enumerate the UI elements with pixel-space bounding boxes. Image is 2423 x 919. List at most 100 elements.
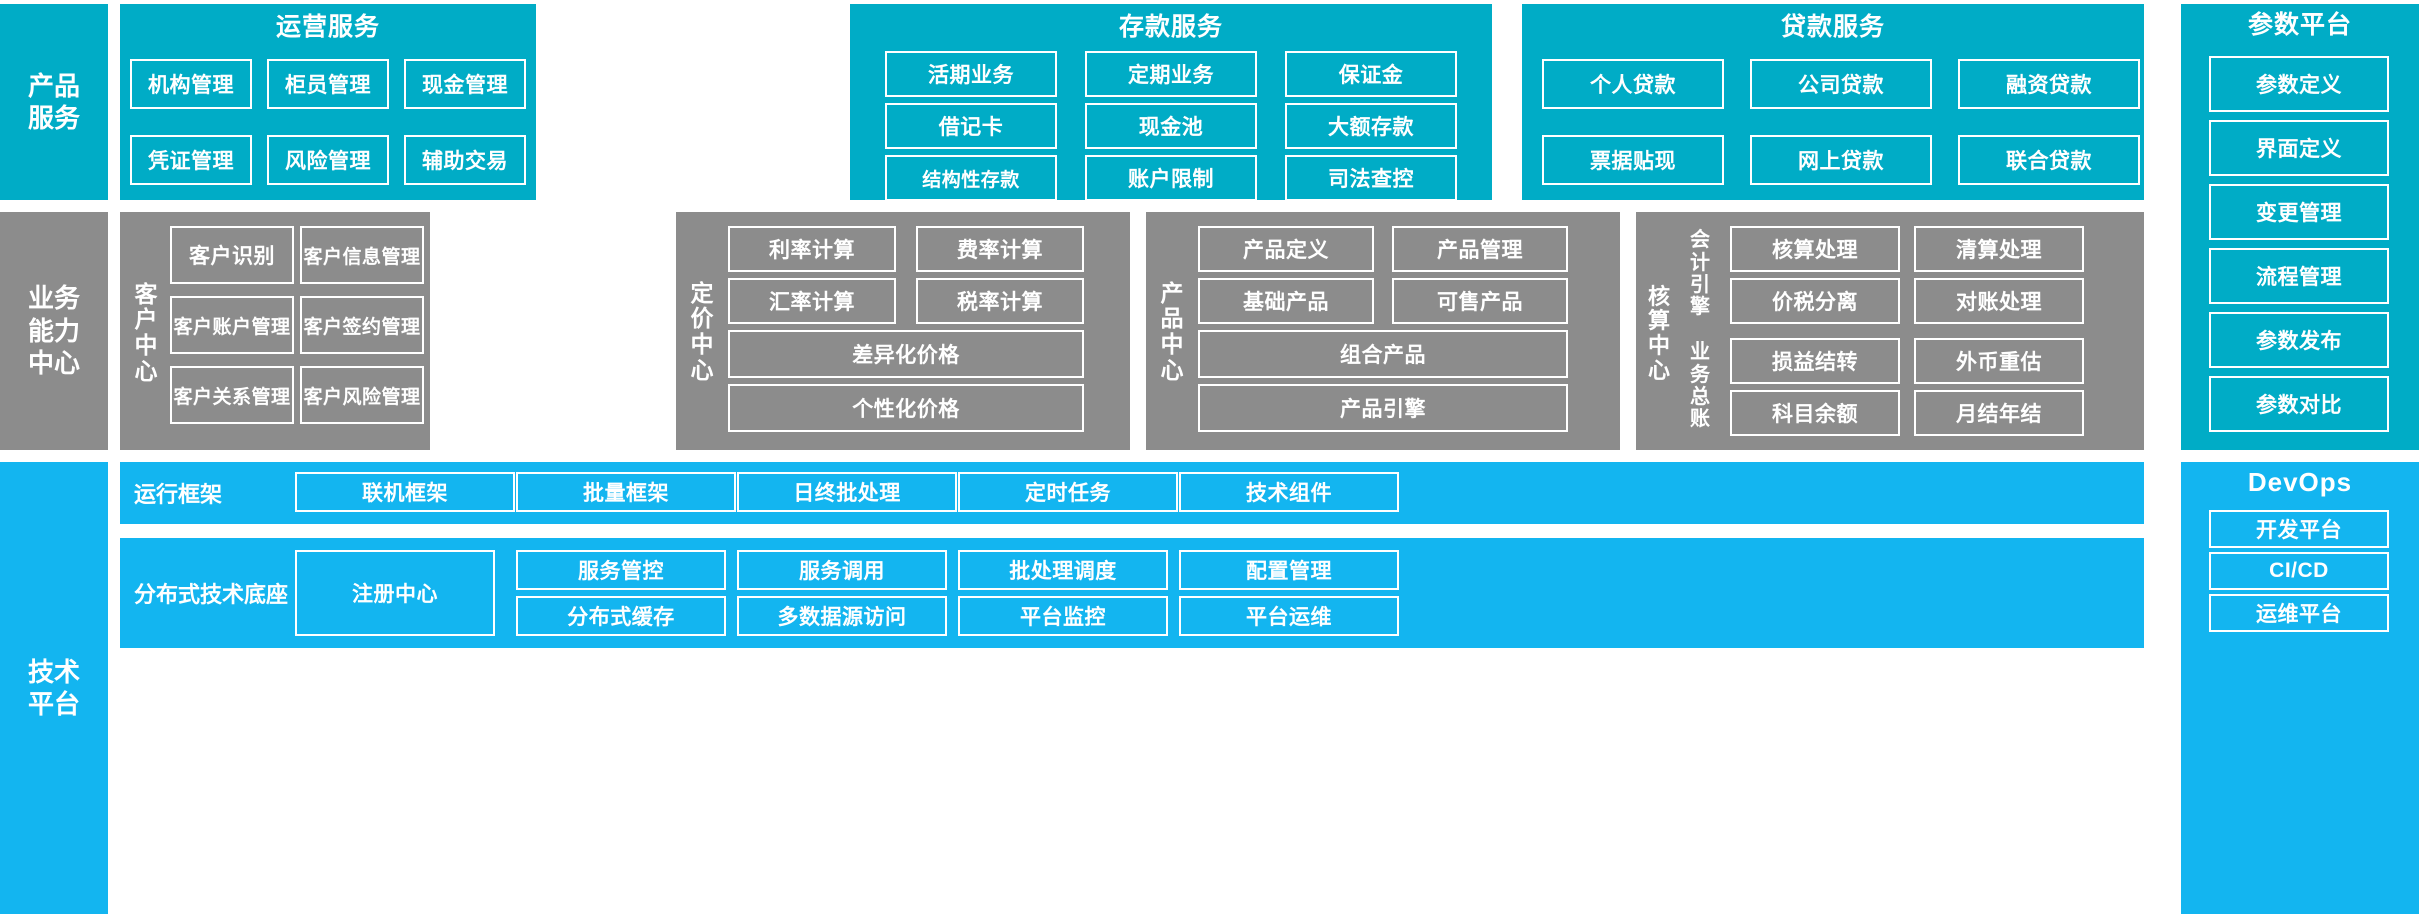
card-large-deposit[interactable]: 大额存款 [1285,103,1457,149]
card-parameter-publishing[interactable]: 参数发布 [2209,312,2389,368]
card-operations-platform[interactable]: 运维平台 [2209,594,2389,632]
card-margin-deposit[interactable]: 保证金 [1285,51,1457,97]
center-customer-label: 客户中心 [134,280,158,384]
panel-parameter-platform: 参数平台 参数定义 界面定义 变更管理 流程管理 参数发布 参数对比 [2181,4,2419,450]
card-risk-management[interactable]: 风险管理 [267,135,389,185]
product-service-label-line2: 服务 [27,103,80,133]
card-bill-discount[interactable]: 票据贴现 [1542,135,1724,185]
group-operations-service-title: 运营服务 [275,13,380,41]
card-parameter-comparison[interactable]: 参数对比 [2209,376,2389,432]
card-batch-framework[interactable]: 批量框架 [516,472,736,512]
card-parameter-definition[interactable]: 参数定义 [2209,56,2389,112]
center-product: 产品中心 产品定义 产品管理 基础产品 可售产品 组合产品 产品引擎 [1146,212,1620,450]
card-account-balance[interactable]: 科目余额 [1730,390,1900,436]
card-end-of-day-batch[interactable]: 日终批处理 [737,472,957,512]
row-runtime-framework-label: 运行框架 [134,482,223,507]
center-product-label: 产品中心 [1160,279,1184,383]
card-change-management[interactable]: 变更管理 [2209,184,2389,240]
card-org-management[interactable]: 机构管理 [130,59,252,109]
card-technical-component[interactable]: 技术组件 [1179,472,1399,512]
card-distributed-cache[interactable]: 分布式缓存 [516,596,726,636]
card-price-tax-separation[interactable]: 价税分离 [1730,278,1900,324]
card-tax-rate-calculation[interactable]: 税率计算 [916,278,1084,324]
card-service-governance[interactable]: 服务管控 [516,550,726,590]
card-customer-contract-management[interactable]: 客户签约管理 [300,296,424,354]
card-month-year-end-closing[interactable]: 月结年结 [1914,390,2084,436]
center-accounting: 核算中心 会计引擎 业务总账 核算处理 清算处理 价税分离 对账处理 损益结转 … [1636,212,2144,450]
row-runtime-framework: 运行框架 联机框架 批量框架 日终批处理 定时任务 技术组件 [120,462,2144,524]
card-product-management[interactable]: 产品管理 [1392,226,1568,272]
card-cash-pool[interactable]: 现金池 [1085,103,1257,149]
card-platform-monitoring[interactable]: 平台监控 [958,596,1168,636]
card-interest-rate-calculation[interactable]: 利率计算 [728,226,896,272]
row-distributed-foundation: 分布式技术底座 注册中心 服务管控 服务调用 批处理调度 配置管理 分布式缓存 … [120,538,2144,648]
card-sellable-product[interactable]: 可售产品 [1392,278,1568,324]
group-deposit-service: 存款服务 活期业务 定期业务 保证金 借记卡 现金池 大额存款 结构性存款 账户… [850,4,1492,201]
product-service-label-line1: 产品 [27,70,80,101]
card-debit-card[interactable]: 借记卡 [885,103,1057,149]
card-product-engine[interactable]: 产品引擎 [1198,384,1568,432]
card-reconciliation-processing[interactable]: 对账处理 [1914,278,2084,324]
card-configuration-management[interactable]: 配置管理 [1179,550,1399,590]
card-foreign-currency-revaluation[interactable]: 外币重估 [1914,338,2084,384]
card-customer-relationship-management[interactable]: 客户关系管理 [170,366,294,424]
card-development-platform[interactable]: 开发平台 [2209,510,2389,548]
panel-devops: DevOps 开发平台 CI/CD 运维平台 [2181,462,2419,914]
card-customer-risk-management[interactable]: 客户风险管理 [300,366,424,424]
parameter-platform-title: 参数平台 [2247,11,2352,39]
card-profit-loss-carryover[interactable]: 损益结转 [1730,338,1900,384]
card-judicial-control[interactable]: 司法查控 [1285,155,1457,201]
group-loan-service-title: 贷款服务 [1780,13,1885,41]
center-customer: 客户中心 客户识别 客户信息管理 客户账户管理 客户签约管理 客户关系管理 客户… [120,212,430,450]
card-fee-rate-calculation[interactable]: 费率计算 [916,226,1084,272]
card-composite-product[interactable]: 组合产品 [1198,330,1568,378]
card-interface-definition[interactable]: 界面定义 [2209,120,2389,176]
group-deposit-service-title: 存款服务 [1118,13,1223,41]
card-platform-operations[interactable]: 平台运维 [1179,596,1399,636]
card-multi-datasource-access[interactable]: 多数据源访问 [737,596,947,636]
card-demand-deposit[interactable]: 活期业务 [885,51,1057,97]
card-syndicated-loan[interactable]: 联合贷款 [1958,135,2140,185]
card-personalized-pricing[interactable]: 个性化价格 [728,384,1084,432]
card-auxiliary-transaction[interactable]: 辅助交易 [404,135,526,185]
card-customer-info-management[interactable]: 客户信息管理 [300,226,424,284]
card-exchange-rate-calculation[interactable]: 汇率计算 [728,278,896,324]
card-basic-product[interactable]: 基础产品 [1198,278,1374,324]
card-online-framework[interactable]: 联机框架 [295,472,515,512]
group-operations-service: 运营服务 机构管理 柜员管理 现金管理 凭证管理 风险管理 辅助交易 [120,4,536,200]
card-process-management[interactable]: 流程管理 [2209,248,2389,304]
card-settlement-processing[interactable]: 清算处理 [1914,226,2084,272]
card-customer-identification[interactable]: 客户识别 [170,226,294,284]
devops-title: DevOps [2247,467,2353,497]
layer-label-product-service: 产品 服务 [0,4,108,200]
card-differential-pricing[interactable]: 差异化价格 [728,330,1084,378]
card-structured-deposit[interactable]: 结构性存款 [885,155,1057,201]
business-capability-label-line1: 业务 [27,283,80,314]
card-product-definition[interactable]: 产品定义 [1198,226,1374,272]
layer-label-technical-platform: 技术 平台 [0,462,108,914]
card-corporate-loan[interactable]: 公司贷款 [1750,59,1932,109]
card-personal-loan[interactable]: 个人贷款 [1542,59,1724,109]
card-cash-management[interactable]: 现金管理 [404,59,526,109]
product-service-label: 产品 服务 [0,4,108,200]
card-financing-loan[interactable]: 融资贷款 [1958,59,2140,109]
card-registry-center[interactable]: 注册中心 [295,550,495,636]
card-time-deposit[interactable]: 定期业务 [1085,51,1257,97]
business-capability-label-line2: 能力 [27,315,80,346]
card-teller-management[interactable]: 柜员管理 [267,59,389,109]
card-voucher-management[interactable]: 凭证管理 [130,135,252,185]
card-online-loan[interactable]: 网上贷款 [1750,135,1932,185]
card-scheduled-task[interactable]: 定时任务 [958,472,1178,512]
technical-platform-label-line1: 技术 [27,656,80,687]
card-accounting-processing[interactable]: 核算处理 [1730,226,1900,272]
row-distributed-foundation-label: 分布式技术底座 [134,582,289,607]
business-capability-label-line3: 中心 [27,348,80,379]
card-batch-scheduling[interactable]: 批处理调度 [958,550,1168,590]
card-service-invocation[interactable]: 服务调用 [737,550,947,590]
center-accounting-label: 核算中心 [1647,283,1670,383]
card-account-restriction[interactable]: 账户限制 [1085,155,1257,201]
card-ci-cd[interactable]: CI/CD [2209,552,2389,590]
business-capability-label: 业务 能力 中心 [0,212,108,450]
card-customer-account-management[interactable]: 客户账户管理 [170,296,294,354]
technical-platform-label: 技术 平台 [0,462,108,914]
